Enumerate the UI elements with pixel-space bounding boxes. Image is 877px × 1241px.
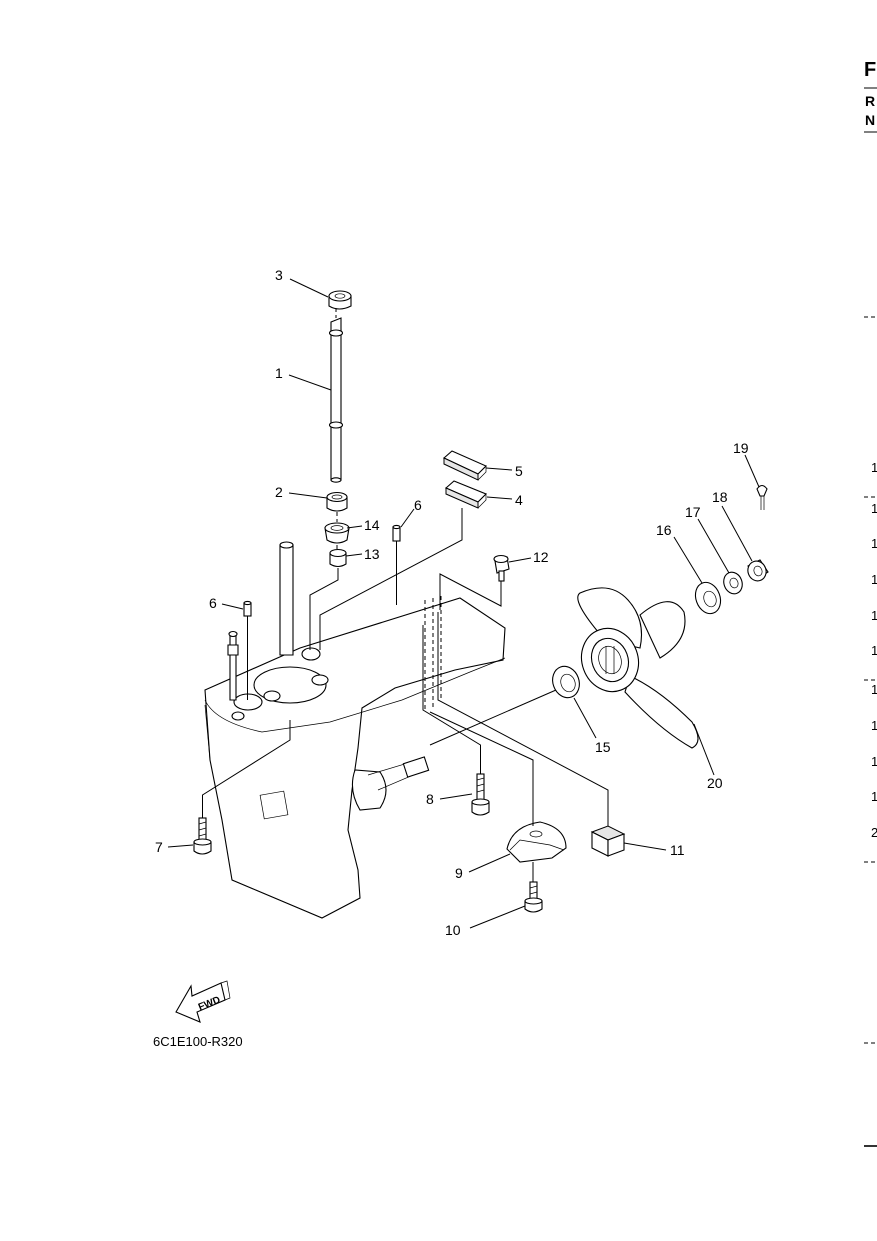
callout-20: 20: [707, 775, 723, 791]
lower-casing: [204, 541, 506, 919]
right-edge-column: F R N 1 1 1 1 1 1 1 1 1 1 2: [864, 59, 877, 1147]
edge-row-number: 2: [871, 825, 877, 840]
callout-4: 4: [515, 492, 523, 508]
part-17-washer: [723, 571, 743, 595]
part-11-anode: [590, 825, 626, 857]
callout-19: 19: [733, 440, 749, 456]
edge-row-number: 1: [871, 501, 877, 516]
callout-11: 11: [670, 842, 685, 858]
callout-13: 13: [364, 546, 380, 562]
part-16-spacer: [694, 581, 722, 615]
part-13-bushing: [329, 548, 347, 568]
callout-8: 8: [426, 791, 434, 807]
callout-3: 3: [275, 267, 283, 283]
callout-6-upper: 6: [414, 497, 422, 513]
part-20-propeller: [577, 587, 699, 749]
edge-row-number: 1: [871, 536, 877, 551]
leader-lines: [167, 278, 760, 929]
part-9-trim-tab: [506, 821, 567, 863]
part-1-water-tube: [328, 317, 344, 483]
part-15-thrust-washer: [552, 665, 580, 699]
callout-5: 5: [515, 463, 523, 479]
callouts: 3 1 2 5 4 6 14 13 12 6 7 8 9 10 11 15 16…: [155, 267, 749, 938]
edge-header-f: F: [864, 59, 876, 81]
callout-17: 17: [685, 504, 701, 520]
edge-row-number: 1: [871, 643, 877, 658]
diagram-code: 6C1E100-R320: [153, 1034, 243, 1049]
edge-row-number: 1: [871, 682, 877, 697]
part-4-plate: [444, 480, 487, 509]
callout-9: 9: [455, 865, 463, 881]
part-3-seal: [328, 290, 352, 310]
part-18-castle-nut: [747, 559, 769, 582]
assembly-lines: [202, 308, 609, 882]
edge-header-r: R: [865, 93, 875, 109]
callout-12: 12: [533, 549, 549, 565]
part-7-bolt: [193, 817, 212, 855]
callout-7: 7: [155, 839, 163, 855]
callout-6-lower: 6: [209, 595, 217, 611]
part-6-dowel-pin-upper: [392, 524, 401, 542]
part-5-plate: [443, 450, 487, 481]
callout-16: 16: [656, 522, 672, 538]
callout-2: 2: [275, 484, 283, 500]
part-2-grommet: [326, 491, 348, 512]
part-6-dowel-pin-lower: [243, 600, 252, 617]
edge-header-n: N: [865, 112, 875, 128]
edge-row-number: 1: [871, 572, 877, 587]
edge-row-number: 1: [871, 754, 877, 769]
callout-18: 18: [712, 489, 728, 505]
callout-1: 1: [275, 365, 283, 381]
part-19-cotter-pin: [756, 484, 768, 510]
edge-row-number: 1: [871, 789, 877, 804]
fwd-arrow-icon: FWD: [175, 980, 231, 1023]
part-8-bolt: [471, 773, 490, 816]
part-14-collar: [324, 522, 350, 544]
callout-15: 15: [595, 739, 611, 755]
edge-row-number: 1: [871, 460, 877, 475]
part-10-bolt: [524, 881, 543, 913]
part-12-bolt: [493, 554, 510, 582]
callout-14: 14: [364, 517, 380, 533]
edge-row-number: 1: [871, 608, 877, 623]
callout-10: 10: [445, 922, 461, 938]
edge-row-number: 1: [871, 718, 877, 733]
